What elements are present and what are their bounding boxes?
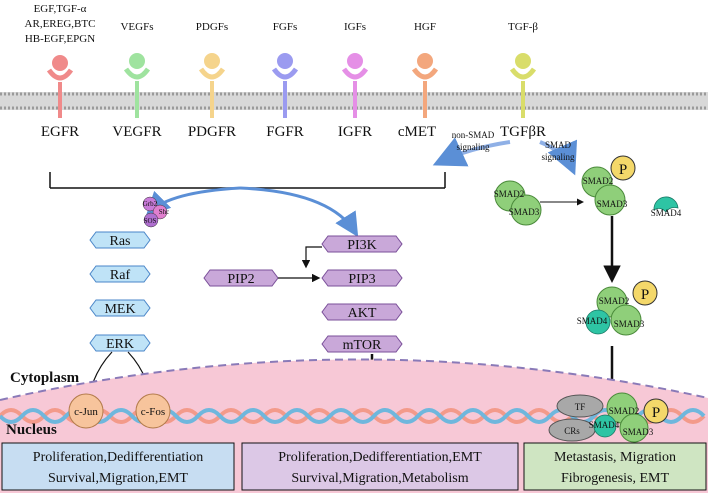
raf-label: Raf	[110, 268, 131, 283]
outcome-right-line1: Metastasis, Migration	[554, 450, 676, 465]
receptor-convergence-bracket	[49, 172, 446, 189]
receptor-tgfbr-shape	[509, 53, 537, 118]
cytoplasm-label: Cytoplasm	[10, 370, 80, 386]
cfos-circle	[135, 393, 171, 429]
receptor-vegfr-shape	[123, 53, 151, 118]
outcome-middle-line1: Proliferation,Dedifferentiation,EMT	[278, 450, 482, 465]
phospho-label-c: P	[641, 287, 649, 303]
non-smad-label-2: signaling	[457, 142, 490, 152]
grb2-label: Grb2	[143, 200, 158, 208]
non-smad-arrow	[432, 137, 511, 167]
receptor-igfr-shape	[341, 53, 369, 118]
mapk-cascade	[89, 231, 151, 352]
mek-label: MEK	[104, 302, 135, 317]
smad23-complex-unphosphorylated	[494, 180, 542, 226]
smad3-label-c: SMAD3	[614, 319, 645, 329]
receptor-egfr-label: EGFR	[41, 124, 79, 140]
ligand-fgf: FGFs	[273, 21, 297, 33]
phospho-label-b: P	[619, 162, 627, 178]
receptor-cmet-label: cMET	[398, 124, 436, 140]
shc-label: Shc	[159, 208, 170, 216]
pi3k-label: PI3K	[347, 238, 377, 253]
receptor-cmet-shape	[411, 53, 439, 118]
non-smad-label-1: non-SMAD	[452, 130, 495, 140]
outcome-left-line1: Proliferation,Dedifferentiation	[33, 450, 203, 465]
ligand-tgf: TGF-β	[508, 21, 538, 33]
crs-label: CRs	[564, 426, 580, 436]
smad2-label-d: SMAD2	[609, 406, 640, 416]
receptor-pdgfr-shape	[198, 53, 226, 118]
ligand-igf: IGFs	[344, 21, 366, 33]
pi3k-pathway	[203, 235, 403, 353]
smad4-label-d: SMAD4	[589, 420, 620, 430]
smad-label-2: signaling	[542, 152, 575, 162]
cfos-label: c-Fos	[141, 406, 165, 418]
erk-label: ERK	[106, 337, 134, 352]
akt-label: AKT	[348, 306, 377, 321]
ligand-hgf: HGF	[414, 21, 436, 33]
nuclear-envelope	[0, 358, 708, 401]
tf-label: TF	[575, 402, 586, 412]
nucleus-label: Nucleus	[6, 422, 57, 438]
smad-label-1: SMAD	[545, 140, 572, 150]
smad3-label-a: SMAD3	[509, 207, 540, 217]
arrow-to-pi3k	[239, 186, 359, 238]
receptor-vegfr-label: VEGFR	[112, 124, 161, 140]
smad4-free	[653, 196, 679, 213]
receptor-tgfbr-label: TGFβR	[500, 124, 546, 140]
ligand-vegf: VEGFs	[120, 21, 153, 33]
ras-label: Ras	[110, 234, 131, 249]
arrow-pi3k-pip3	[301, 246, 322, 269]
smad-arrow	[539, 139, 578, 176]
pip2-label: PIP2	[227, 272, 254, 287]
adaptor-complex	[142, 196, 168, 228]
outcome-box-left	[1, 442, 235, 491]
mtor-label: mTOR	[343, 338, 382, 353]
smad4-label-c: SMAD4	[577, 316, 608, 326]
smad234-trimer	[585, 280, 658, 336]
smad4-label-free: SMAD4	[651, 208, 682, 218]
nuclear-smad-complex	[548, 392, 669, 443]
receptor-fgfr-label: FGFR	[266, 124, 304, 140]
smad2-label-a: SMAD2	[494, 189, 525, 199]
outcome-middle-line2: Survival,Migration,Metabolism	[291, 471, 468, 486]
cjun-circle	[68, 393, 104, 429]
ligand-egf-line1: EGF,TGF-α	[34, 3, 87, 15]
ligand-egf-line2: AR,EREG,BTC	[25, 18, 96, 30]
pip3-label: PIP3	[348, 272, 375, 287]
receptor-igfr-label: IGFR	[338, 124, 372, 140]
cjun-label: c-Jun	[74, 406, 98, 418]
smad23-complex-phosphorylated	[581, 155, 636, 216]
smad2-label-b: SMAD2	[583, 176, 614, 186]
phospho-label-d: P	[652, 405, 660, 421]
receptor-egfr-shape	[46, 55, 74, 118]
sos-label: SOS	[144, 217, 157, 225]
outcome-right-line2: Fibrogenesis, EMT	[561, 471, 670, 486]
smad3-label-b: SMAD3	[597, 199, 628, 209]
outcome-left-line2: Survival,Migration,EMT	[48, 471, 188, 486]
outcome-box-middle	[241, 442, 519, 491]
smad2-label-c: SMAD2	[599, 296, 630, 306]
ligand-egf-line3: HB-EGF,EPGN	[25, 33, 95, 45]
receptor-pdgfr-label: PDGFR	[188, 124, 236, 140]
receptor-fgfr-shape	[271, 53, 299, 118]
smad3-label-d: SMAD3	[623, 427, 654, 437]
ligand-pdgf: PDGFs	[196, 21, 228, 33]
outcome-box-right	[523, 442, 707, 491]
